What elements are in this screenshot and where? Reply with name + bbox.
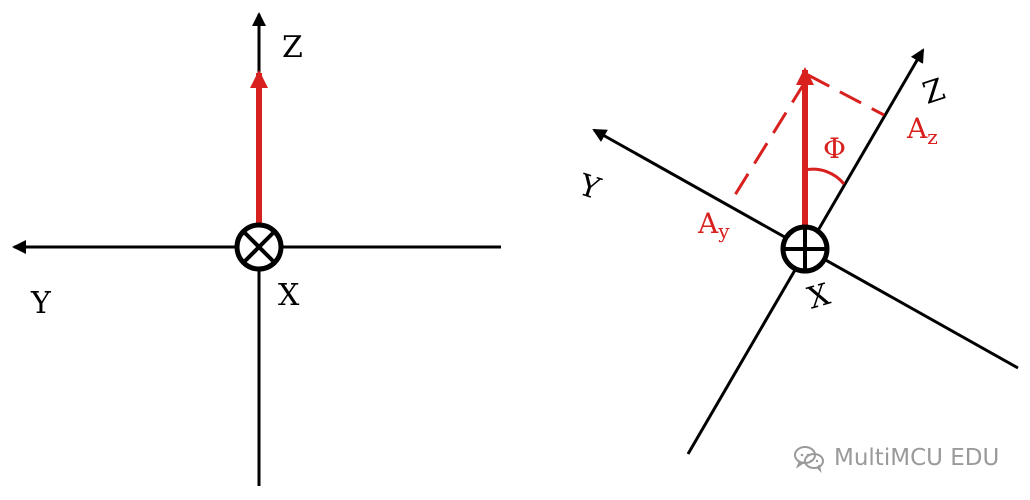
a-y-label-subscript: y bbox=[717, 219, 730, 243]
left-z-label: Z bbox=[282, 30, 303, 65]
left-y-label: Y bbox=[30, 286, 52, 321]
right-z-label: Z bbox=[919, 72, 950, 112]
right-x-label: X bbox=[804, 277, 835, 317]
right-y-label: Y bbox=[574, 167, 606, 207]
right-y-component-dashed-projection bbox=[728, 81, 807, 204]
right-angle-arc bbox=[804, 167, 846, 185]
a-y-label: Ay bbox=[697, 207, 730, 243]
left-coordinate-system: Z Y X bbox=[12, 12, 501, 486]
watermark-text: MultiMCU EDU bbox=[834, 445, 1000, 471]
watermark: MultiMCU EDU bbox=[792, 441, 999, 475]
a-z-label-main: A bbox=[906, 112, 928, 145]
a-z-label-subscript: z bbox=[927, 125, 938, 149]
left-x-symbol-stroke-2 bbox=[243, 231, 275, 263]
right-coordinate-system: Z Y X Φ Az Ay bbox=[574, 48, 1019, 455]
right-z-component-dashed-projection bbox=[807, 73, 885, 117]
wechat-icon bbox=[792, 443, 826, 474]
a-z-label: Az bbox=[906, 112, 938, 149]
a-y-label-main: A bbox=[697, 207, 719, 240]
angle-phi-label: Φ bbox=[823, 132, 846, 165]
left-x-label: X bbox=[278, 278, 300, 313]
